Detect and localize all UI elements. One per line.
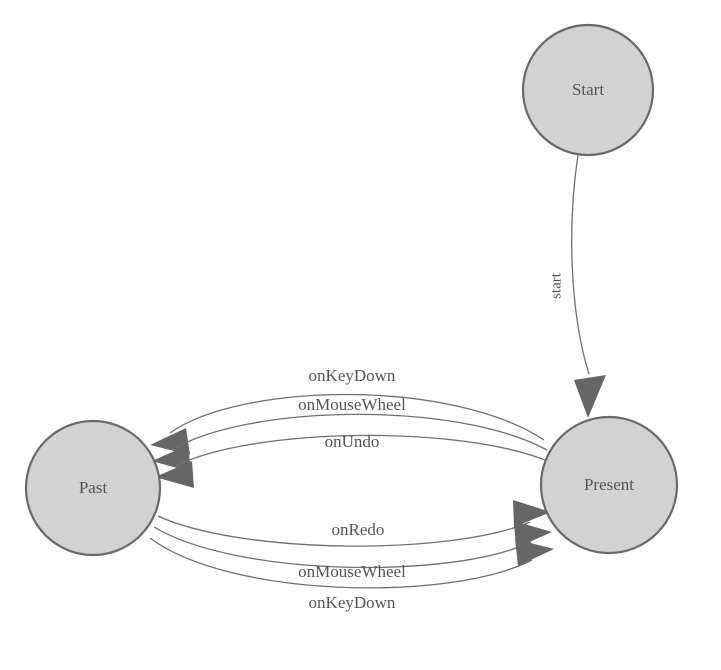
node-start[interactable]: Start	[521, 23, 655, 157]
node-past[interactable]: Past	[24, 419, 162, 557]
edge-redo[interactable]: onRedo	[157, 500, 551, 547]
node-present[interactable]: Present	[539, 415, 679, 555]
edge-keydown-undo-path	[169, 393, 545, 441]
edge-start-arrowhead	[574, 375, 606, 418]
edge-mousewheel-undo-path	[171, 413, 548, 451]
edge-keydown-undo-arrowhead	[150, 428, 190, 455]
edge-keydown-redo[interactable]: onKeyDown	[149, 537, 554, 612]
edge-keydown-undo-label: onKeyDown	[309, 366, 396, 385]
node-start-circle	[521, 23, 655, 157]
edge-start-label: start	[548, 272, 564, 299]
edge-start-path	[571, 154, 590, 375]
edge-undo-arrowhead	[155, 461, 194, 488]
node-past-circle	[24, 419, 162, 557]
edge-keydown-undo[interactable]: onKeyDown	[150, 366, 545, 455]
edge-undo-label: onUndo	[325, 432, 380, 451]
edge-start[interactable]: start	[548, 154, 606, 418]
edge-redo-label: onRedo	[332, 520, 385, 539]
edge-keydown-redo-label: onKeyDown	[309, 593, 396, 612]
edge-redo-path	[157, 515, 531, 547]
edge-mousewheel-undo-arrowhead	[152, 445, 191, 472]
edge-undo[interactable]: onUndo	[155, 432, 551, 488]
node-start-label: Start	[572, 80, 604, 99]
edge-keydown-redo-arrowhead	[515, 539, 554, 566]
edge-redo-arrowhead	[513, 500, 551, 527]
edge-mousewheel-undo[interactable]: onMouseWheel	[152, 395, 548, 472]
edge-undo-path	[175, 434, 551, 467]
edge-keydown-redo-path	[149, 537, 533, 589]
node-present-circle	[539, 415, 679, 555]
node-present-label: Present	[584, 475, 634, 494]
node-past-label: Past	[79, 478, 108, 497]
edge-mousewheel-redo-label: onMouseWheel	[298, 562, 406, 581]
edge-mousewheel-undo-label: onMouseWheel	[298, 395, 406, 414]
edge-mousewheel-redo-path	[153, 526, 532, 569]
